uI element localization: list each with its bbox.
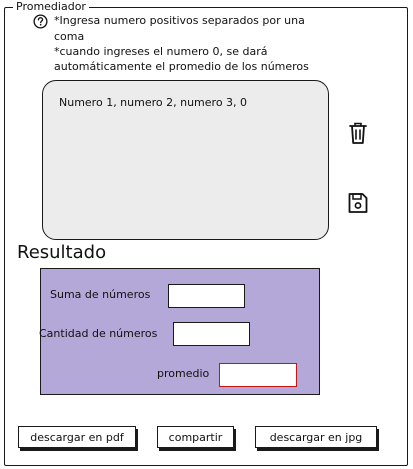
promediador-window xyxy=(4,7,408,466)
download-pdf-button[interactable]: descargar en pdf xyxy=(18,426,136,448)
instruction-line-2: coma xyxy=(54,30,85,43)
download-jpg-button[interactable]: descargar en jpg xyxy=(255,426,377,448)
sum-label: Suma de números xyxy=(50,288,151,301)
instruction-line-3: *cuando ingreses el numero 0, se dará xyxy=(54,45,268,58)
save-icon[interactable] xyxy=(347,190,369,216)
results-heading: Resultado xyxy=(17,242,107,263)
help-icon[interactable] xyxy=(33,14,48,29)
trash-icon[interactable] xyxy=(347,120,369,146)
average-field[interactable] xyxy=(219,363,297,387)
results-panel: Suma de números Cantidad de números prom… xyxy=(39,268,320,395)
numbers-input-value: Numero 1, numero 2, numero 3, 0 xyxy=(59,96,248,109)
count-label: Cantidad de números xyxy=(39,327,158,340)
instruction-line-1: *Ingresa numero positivos separados por … xyxy=(54,14,305,27)
count-field[interactable] xyxy=(173,322,250,346)
share-button[interactable]: compartir xyxy=(157,426,234,448)
average-label: promedio xyxy=(157,367,210,380)
sum-field[interactable] xyxy=(168,284,245,308)
numbers-input-area[interactable]: Numero 1, numero 2, numero 3, 0 xyxy=(42,80,329,240)
instruction-line-4: automáticamente el promedio de los númer… xyxy=(54,60,309,73)
window-title: Promediador xyxy=(13,0,89,13)
